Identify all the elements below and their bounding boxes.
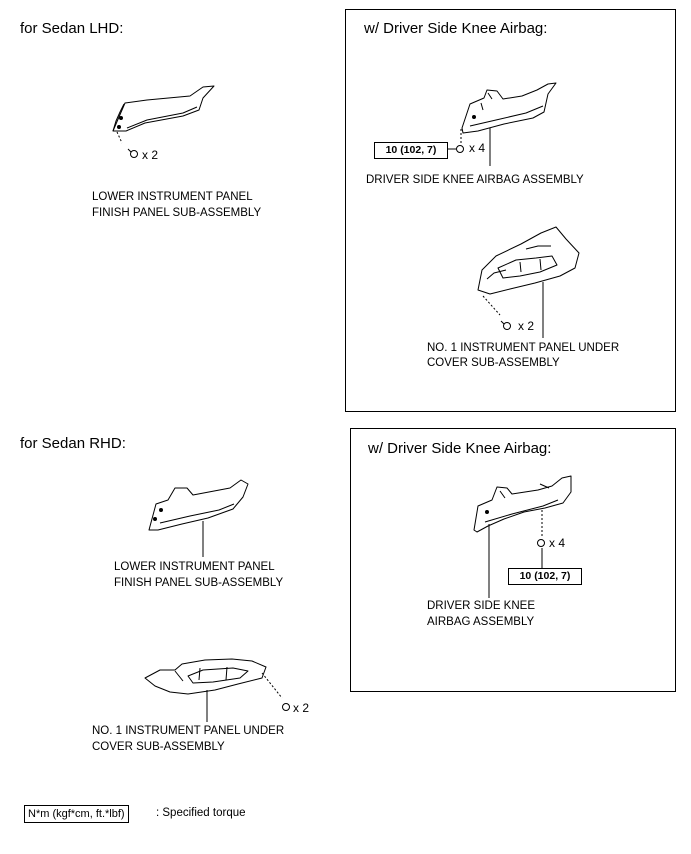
lhd-finish-panel-illustration xyxy=(112,85,215,132)
lhd-finish-panel-label-line1: LOWER INSTRUMENT PANEL xyxy=(92,191,253,203)
rhd-airbag-label-line1: DRIVER SIDE KNEE xyxy=(427,600,535,612)
legend-description: : Specified torque xyxy=(156,807,246,819)
rhd-airbag-qty: x 4 xyxy=(549,536,566,550)
rhd-knee-airbag-illustration xyxy=(473,475,572,533)
lhd-section-title: for Sedan LHD: xyxy=(20,20,124,37)
rhd-finish-panel-label-line2: FINISH PANEL SUB-ASSEMBLY xyxy=(114,577,284,589)
rhd-airbag-label-line2: AIRBAG ASSEMBLY xyxy=(427,616,535,628)
lhd-airbag-box xyxy=(345,9,676,412)
lhd-airbag-bolt-icon xyxy=(456,129,464,153)
lhd-knee-airbag-illustration xyxy=(461,82,557,134)
rhd-under-cover-label-line1: NO. 1 INSTRUMENT PANEL UNDER xyxy=(92,725,285,737)
lhd-under-cover-qty: x 2 xyxy=(518,319,535,333)
lhd-under-cover-illustration xyxy=(477,226,580,295)
rhd-under-cover-label-line2: COVER SUB-ASSEMBLY xyxy=(92,741,225,753)
rhd-section-title: for Sedan RHD: xyxy=(20,435,126,452)
rhd-under-cover-qty: x 2 xyxy=(293,701,310,715)
rhd-airbag-title: w/ Driver Side Knee Airbag: xyxy=(368,440,552,457)
lhd-under-cover-label-line1: NO. 1 INSTRUMENT PANEL UNDER xyxy=(427,342,620,354)
rhd-under-cover-bolt-icon xyxy=(261,672,290,711)
lhd-airbag-title: w/ Driver Side Knee Airbag: xyxy=(364,20,548,37)
lhd-under-cover-label-line2: COVER SUB-ASSEMBLY xyxy=(427,357,560,369)
lhd-finish-panel-qty: x 2 xyxy=(142,148,159,162)
rhd-airbag-bolt-icon xyxy=(537,510,545,547)
lhd-finish-panel-clip-icon xyxy=(116,131,138,158)
lhd-airbag-torque-box: 10 (102, 7) xyxy=(374,142,448,159)
rhd-airbag-box xyxy=(350,428,676,692)
rhd-under-cover-illustration xyxy=(144,658,267,695)
rhd-airbag-torque-box: 10 (102, 7) xyxy=(508,568,582,585)
lhd-airbag-label: DRIVER SIDE KNEE AIRBAG ASSEMBLY xyxy=(366,174,584,186)
lhd-airbag-qty: x 4 xyxy=(469,141,486,155)
legend-torque-unit: N*m (kgf*cm, ft.*lbf) xyxy=(24,805,129,823)
lhd-finish-panel-label-line2: FINISH PANEL SUB-ASSEMBLY xyxy=(92,207,262,219)
lhd-under-cover-bolt-icon xyxy=(482,295,511,330)
rhd-finish-panel-label-line1: LOWER INSTRUMENT PANEL xyxy=(114,561,275,573)
rhd-finish-panel-illustration xyxy=(148,479,249,531)
